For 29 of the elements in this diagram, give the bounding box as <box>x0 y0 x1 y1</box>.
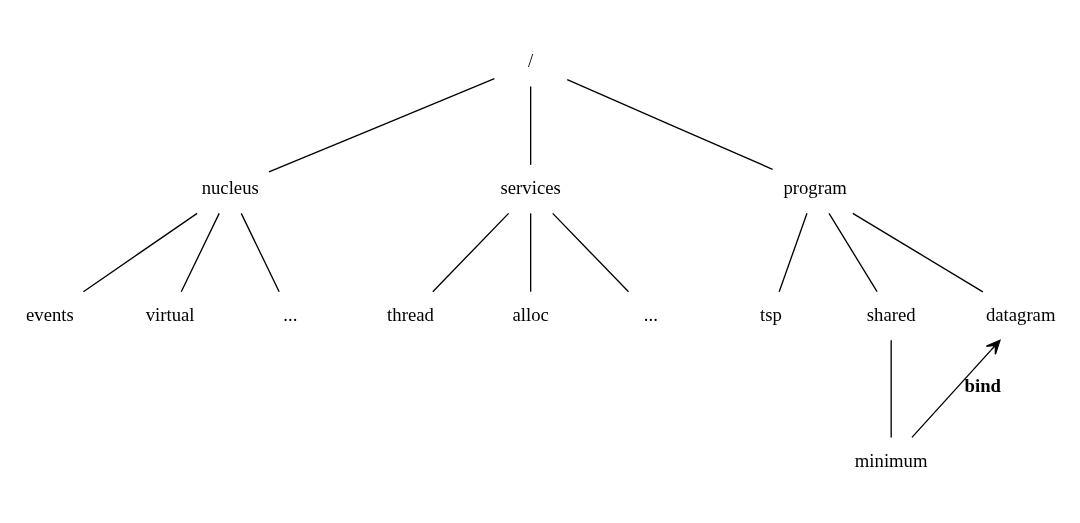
edge-label: bind <box>964 374 1001 396</box>
node-text: thread <box>387 303 434 325</box>
connector <box>530 85 532 165</box>
connector <box>180 212 220 292</box>
arrow <box>911 339 1001 438</box>
node-text: datagram <box>985 303 1056 325</box>
node-text: shared <box>866 303 916 325</box>
connector <box>852 212 984 293</box>
connector <box>778 212 808 292</box>
connector <box>82 212 198 292</box>
node-text: alloc <box>512 303 549 325</box>
node-text: tsp <box>760 303 782 325</box>
node-text: nucleus <box>201 176 259 198</box>
connector <box>268 77 496 173</box>
node-text: ... <box>643 303 658 325</box>
node-text: services <box>500 176 561 198</box>
connector <box>828 212 878 292</box>
node-text: events <box>26 303 74 325</box>
connector <box>566 78 774 170</box>
node-text: / <box>528 49 534 71</box>
connector <box>890 339 892 438</box>
connector <box>552 212 630 292</box>
connector <box>432 212 510 292</box>
node-text: virtual <box>145 303 195 325</box>
node-text: ... <box>283 303 298 325</box>
node-text: program <box>783 176 847 198</box>
connector <box>240 212 280 292</box>
node-text: minimum <box>854 449 928 471</box>
connector <box>530 212 532 292</box>
